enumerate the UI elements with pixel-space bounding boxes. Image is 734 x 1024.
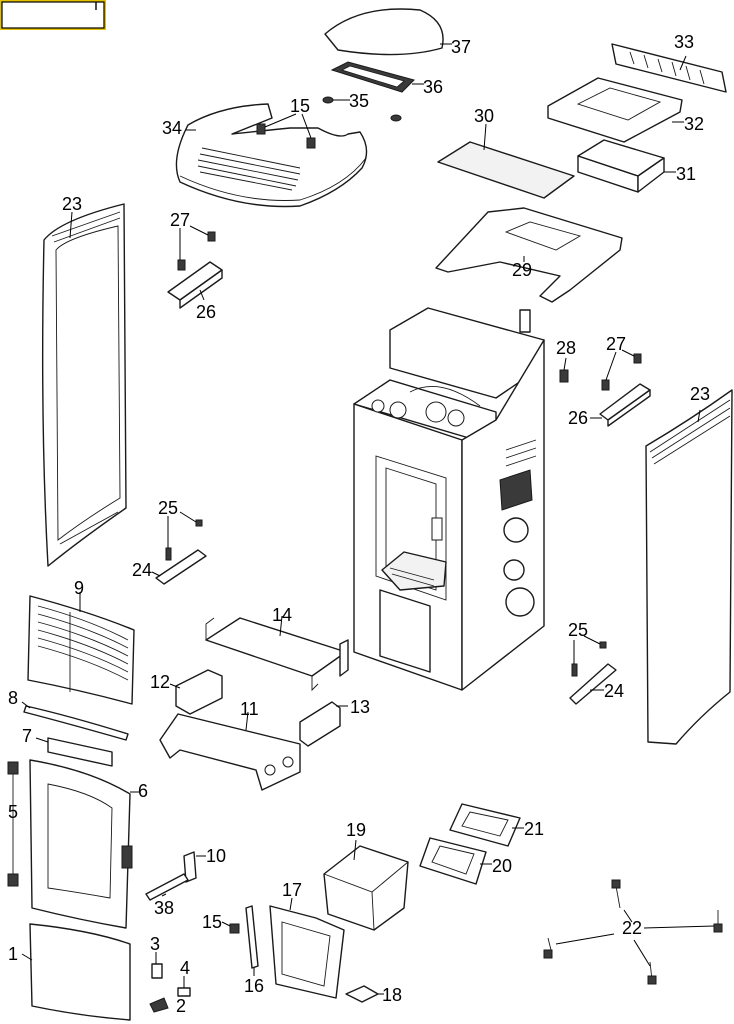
label-12: 12	[150, 672, 170, 692]
label-34: 34	[162, 118, 182, 138]
part-20-plate	[419, 837, 492, 885]
part-25-screw-left	[165, 511, 203, 561]
part-7-bar	[35, 737, 113, 767]
label-27-left: 27	[170, 210, 190, 230]
label-23-left: 23	[62, 194, 82, 214]
label-32: 32	[684, 114, 704, 134]
label-5: 5	[8, 802, 18, 822]
label-19: 19	[346, 820, 366, 840]
part-3-latch	[151, 952, 163, 979]
label-3: 3	[150, 934, 160, 954]
label-29: 29	[512, 260, 532, 280]
corner-badge	[0, 0, 106, 30]
part-2-catch	[149, 997, 169, 1013]
part-21-gasket	[449, 803, 524, 847]
label-33: 33	[674, 32, 694, 52]
label-26-right: 26	[568, 408, 588, 428]
label-16: 16	[244, 976, 264, 996]
part-18-clip	[345, 985, 384, 1003]
label-23-right: 23	[690, 384, 710, 404]
label-25-right: 25	[568, 620, 588, 640]
part-15-screws-top	[256, 113, 316, 149]
stove-body	[353, 307, 545, 691]
part-6-door	[29, 759, 140, 929]
part-24-bracket-right	[569, 663, 617, 705]
part-15-screw-lower	[221, 921, 240, 934]
label-22: 22	[622, 918, 642, 938]
label-38: 38	[154, 898, 174, 918]
label-8: 8	[8, 688, 18, 708]
part-10-handle	[183, 851, 206, 883]
part-8-strip	[21, 701, 129, 741]
callout-labels: 37 36 35 34 15 33 32 31 30 29 23 27 26 2…	[8, 32, 710, 1016]
part-36-gasket	[330, 61, 424, 93]
label-27-right: 27	[606, 334, 626, 354]
part-27-bolts-left	[177, 225, 216, 271]
part-16-rod	[245, 905, 259, 976]
part-11-base-frame	[159, 711, 301, 791]
part-19-ash-box	[323, 839, 409, 931]
part-37-top-glass	[324, 8, 452, 56]
label-18: 18	[382, 985, 402, 1005]
label-14: 14	[272, 605, 292, 625]
part-32-top-plate	[547, 77, 684, 143]
label-35: 35	[349, 91, 369, 111]
part-22-feet	[543, 879, 723, 985]
part-31-duct-box	[577, 139, 676, 193]
part-26-bracket-left	[167, 261, 223, 309]
part-34-top-cover	[175, 103, 368, 208]
part-12-bracket	[169, 669, 223, 715]
part-5-hinge-pins	[7, 761, 19, 887]
part-23-left-side-panel	[41, 203, 127, 567]
part-23-right-side-panel	[645, 389, 733, 745]
label-20: 20	[492, 856, 512, 876]
label-9: 9	[74, 578, 84, 598]
label-31: 31	[676, 164, 696, 184]
part-14-base-plate	[205, 615, 349, 692]
part-35-clips	[322, 96, 402, 122]
label-30: 30	[474, 106, 494, 126]
label-15-lower: 15	[202, 912, 222, 932]
label-15-top: 15	[290, 96, 310, 116]
label-13: 13	[350, 697, 370, 717]
part-13-bracket	[299, 701, 348, 747]
part-1-lower-panel	[21, 923, 131, 1021]
part-4-pin	[177, 976, 191, 997]
label-1: 1	[8, 944, 18, 964]
part-29-top-frame	[435, 207, 623, 303]
label-11: 11	[240, 699, 259, 719]
label-37: 37	[451, 37, 471, 57]
label-25-left: 25	[158, 498, 178, 518]
part-24-bracket-left	[151, 549, 207, 585]
label-36: 36	[423, 77, 443, 97]
label-7: 7	[22, 726, 32, 746]
part-30-baffle-plate	[437, 123, 575, 199]
label-2: 2	[176, 996, 186, 1016]
part-26-bracket-right	[590, 383, 651, 427]
label-10: 10	[206, 846, 226, 866]
part-17-frame	[269, 897, 345, 999]
label-4: 4	[180, 958, 190, 978]
part-38-handle-rod	[145, 873, 189, 901]
part-27-bolts-right	[601, 349, 642, 391]
part-9-front-grille	[27, 592, 135, 705]
label-17: 17	[282, 880, 302, 900]
part-28-sensor	[559, 357, 569, 383]
label-6: 6	[138, 781, 148, 801]
label-24-right: 24	[604, 681, 624, 701]
label-26-left: 26	[196, 302, 216, 322]
label-28: 28	[556, 338, 576, 358]
label-21: 21	[524, 819, 544, 839]
part-33-rear-grille	[611, 43, 727, 93]
label-24-left: 24	[132, 560, 152, 580]
part-25-screw-right	[571, 635, 607, 677]
